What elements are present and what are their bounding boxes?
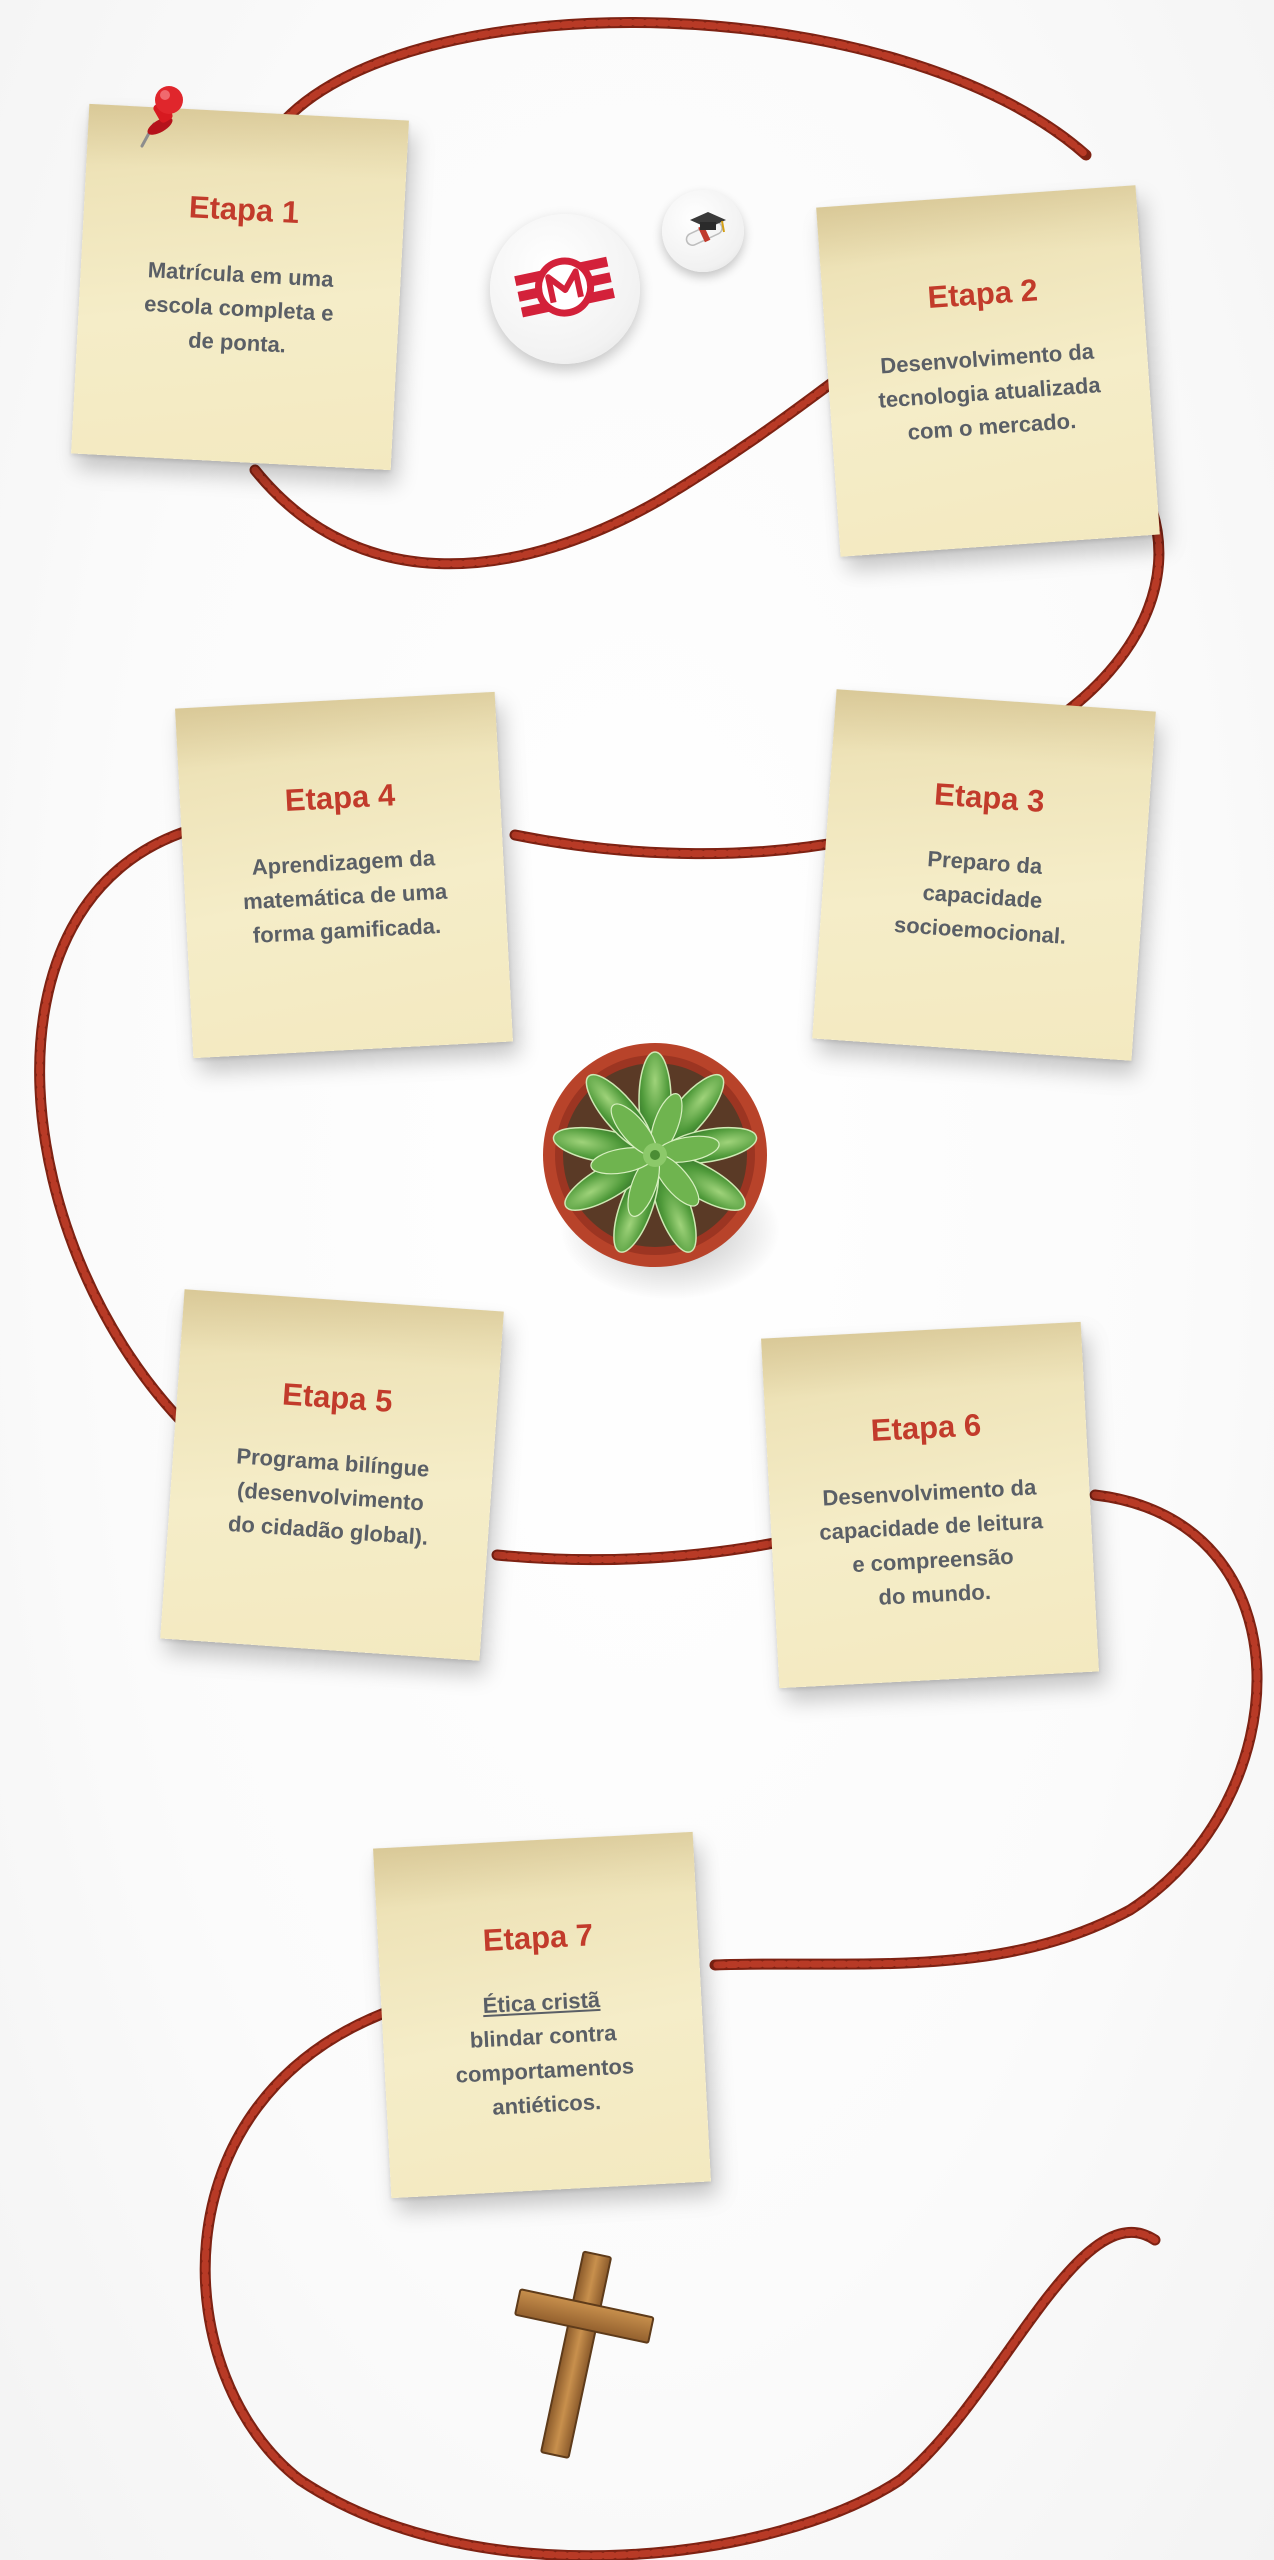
step-title: Etapa 5	[281, 1376, 394, 1419]
succulent-plant-icon	[543, 1043, 780, 1300]
step-description: Ética cristã blindar contra comportament…	[407, 1979, 682, 2129]
description-line: escola completa e	[143, 291, 335, 326]
description-line: do mundo.	[877, 1578, 992, 1610]
step-description: Matrícula em uma escola completa e de po…	[102, 251, 375, 367]
description-line: com o mercado.	[906, 408, 1077, 445]
step-title: Etapa 2	[926, 272, 1039, 315]
description-line: do cidadão global).	[227, 1510, 429, 1550]
description-line: Desenvolvimento da	[879, 338, 1095, 379]
step-note-1: Etapa 1 Matrícula em uma escola completa…	[71, 103, 409, 471]
step-description: Aprendizagem da matemática de uma forma …	[209, 839, 482, 955]
step-note-4: Etapa 4 Aprendizagem da matemática de um…	[175, 691, 513, 1059]
wooden-cross-icon	[514, 2250, 655, 2459]
description-line: capacidade	[921, 879, 1044, 914]
description-line: Desenvolvimento da	[821, 1474, 1037, 1511]
description-line-highlight: Ética cristã	[482, 1986, 601, 2019]
description-line: socioemocional.	[893, 911, 1067, 949]
description-line: capacidade de leitura	[818, 1508, 1044, 1545]
description-line: comportamentos	[455, 2053, 635, 2088]
step-title: Etapa 7	[481, 1917, 594, 1958]
description-line: Preparo da	[926, 846, 1044, 880]
step-note-5: Etapa 5 Programa bilíngue (desenvolvimen…	[160, 1289, 504, 1661]
step-title: Etapa 6	[869, 1407, 982, 1448]
description-line: de ponta.	[187, 327, 287, 358]
step-note-6: Etapa 6 Desenvolvimento da capacidade de…	[761, 1321, 1099, 1689]
school-logo-icon	[490, 214, 640, 364]
step-description: Preparo da capacidade socioemocional.	[845, 837, 1119, 957]
description-line: Matrícula em uma	[147, 257, 335, 292]
description-line: (desenvolvimento	[236, 1477, 425, 1516]
description-line: matemática de uma	[242, 878, 448, 915]
description-line: tecnologia atualizada	[877, 372, 1102, 413]
step-title: Etapa 4	[283, 777, 396, 818]
diploma-icon	[662, 190, 744, 272]
description-line: forma gamificada.	[252, 913, 442, 948]
step-note-3: Etapa 3 Preparo da capacidade socioemoci…	[812, 689, 1156, 1061]
step-description: Desenvolvimento da tecnologia atualizada…	[852, 333, 1126, 453]
step-title: Etapa 3	[933, 776, 1046, 819]
description-line: antiéticos.	[491, 2089, 602, 2120]
step-note-2: Etapa 2 Desenvolvimento da tecnologia at…	[816, 185, 1160, 557]
step-title: Etapa 1	[188, 189, 301, 230]
description-line: e compreensão	[851, 1543, 1015, 1578]
step-note-7: Etapa 7 Ética cristã blindar contra comp…	[373, 1831, 711, 2199]
description-line: blindar contra	[469, 2020, 618, 2053]
push-pin-icon	[140, 86, 183, 148]
step-description: Programa bilíngue (desenvolvimento do ci…	[193, 1437, 467, 1557]
step-description: Desenvolvimento da capacidade de leitura…	[795, 1469, 1070, 1619]
description-line: Programa bilíngue	[235, 1443, 431, 1482]
description-line: Aprendizagem da	[251, 845, 436, 880]
